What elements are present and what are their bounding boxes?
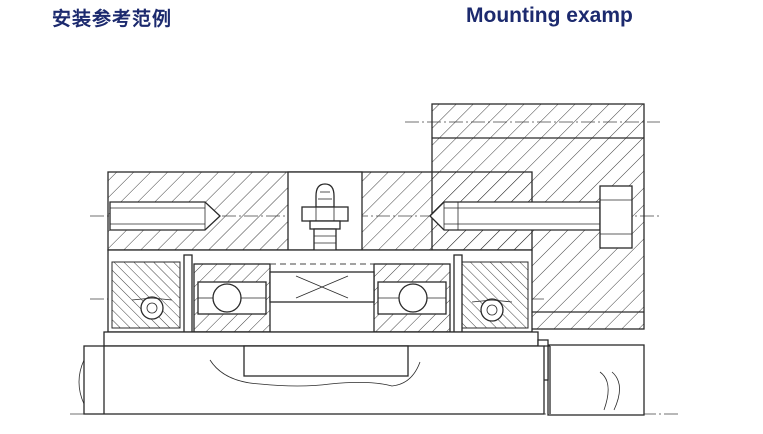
- shaft: [78, 345, 620, 415]
- title-chinese: 安装参考范例: [52, 8, 173, 30]
- spacer: [269, 263, 375, 303]
- bearing-zone: [107, 249, 533, 333]
- left-tapped-hole: [109, 201, 221, 231]
- left-outer-ball: [131, 296, 173, 320]
- right-bearing: [373, 263, 451, 333]
- title-english: Mounting examp: [466, 4, 633, 27]
- right-snap-ring: [453, 254, 463, 333]
- left-bearing: [193, 263, 271, 333]
- right-bolt: [429, 185, 633, 249]
- grease-nipple: [301, 183, 349, 252]
- right-outer-ball: [471, 298, 513, 322]
- left-snap-ring: [183, 254, 193, 333]
